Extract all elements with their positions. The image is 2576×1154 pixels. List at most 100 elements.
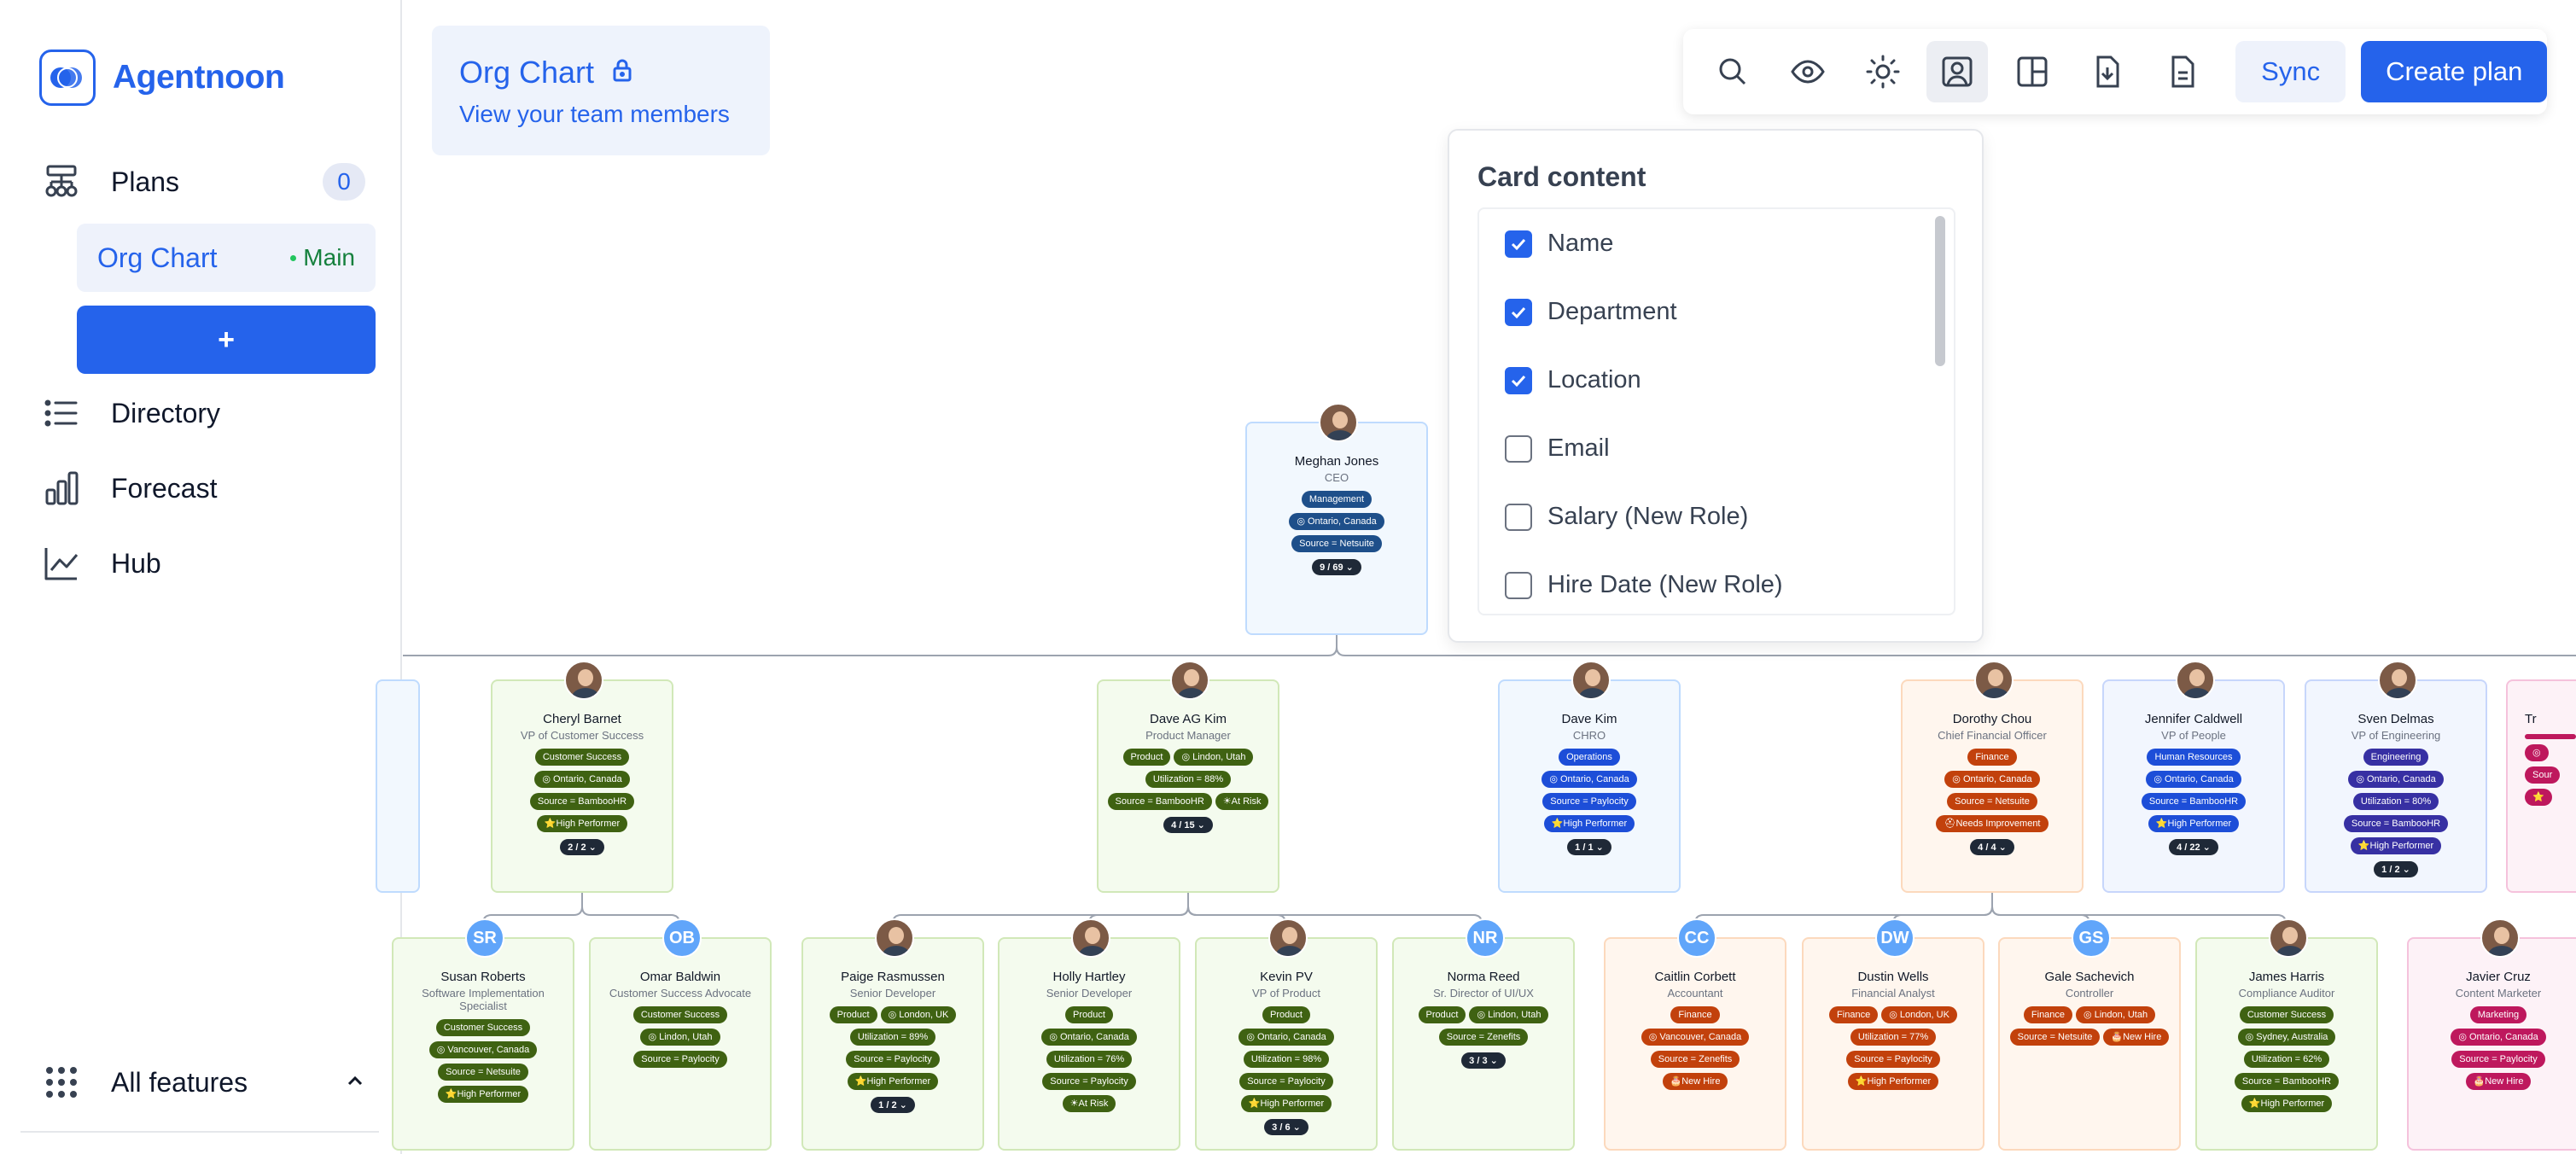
report-count-button[interactable]: 2 / 2 ⌄ — [560, 839, 604, 855]
org-card-ceo[interactable]: Meghan Jones CEO Management ◎ Ontario, C… — [1245, 403, 1428, 635]
option-label: Hire Date (New Role) — [1547, 571, 1783, 598]
bar-chart-icon — [41, 468, 82, 509]
card-content-button[interactable] — [1926, 41, 1989, 102]
org-card[interactable]: Sven Delmas VP of Engineering Engineerin… — [2305, 661, 2487, 893]
org-card[interactable]: Dorothy Chou Chief Financial Officer Fin… — [1901, 661, 2084, 893]
location-tag: ◎ Ontario, Canada — [1238, 1029, 1334, 1046]
source-tag: Source = Zenefits — [1650, 1051, 1740, 1068]
report-count-button[interactable]: 9 / 69 ⌄ — [1312, 559, 1361, 575]
org-card[interactable]: GS Gale Sachevich Controller Finance ◎ L… — [1998, 918, 2181, 1151]
department-tag: Customer Success — [632, 1006, 728, 1023]
export-button[interactable] — [2077, 41, 2138, 102]
org-card[interactable]: SR Susan Roberts Software Implementation… — [392, 918, 574, 1151]
person-name: Tr — [2525, 712, 2537, 726]
performance-tag: ☀At Risk — [1215, 793, 1269, 810]
tag-list: Product ◎ Lindon, Utah Utilization = 88%… — [1099, 749, 1278, 810]
person-title: Content Marketer — [2455, 987, 2542, 1000]
tag-list: ◎ Sour ⭐ — [2525, 734, 2576, 806]
logo-icon — [39, 50, 96, 106]
person-name: Dustin Wells — [1857, 970, 1929, 984]
option-location[interactable]: Location — [1505, 366, 1641, 394]
report-count-button[interactable]: 1 / 2 ⌄ — [871, 1097, 915, 1113]
report-button[interactable] — [2152, 41, 2213, 102]
org-card[interactable]: Cheryl Barnet VP of Customer Success Cus… — [491, 661, 673, 893]
tag-list: Product ◎ Ontario, Canada Utilization = … — [1230, 1006, 1342, 1112]
tag-list: Product ◎ London, UK Utilization = 89% S… — [803, 1006, 982, 1090]
person-name: Gale Sachevich — [2044, 970, 2135, 984]
all-features-toggle[interactable]: All features — [41, 1057, 365, 1108]
source-tag: Source = Paylocity — [1846, 1051, 1940, 1068]
tag-list: Finance ◎ Lindon, Utah Source = Netsuite… — [2000, 1006, 2179, 1046]
avatar — [1071, 918, 1110, 958]
source-tag: Source = Paylocity — [846, 1051, 940, 1068]
org-card-partial-left[interactable] — [376, 679, 420, 893]
avatar: NR — [1466, 918, 1505, 958]
sidebar-subitem-org-chart[interactable]: Org Chart Main — [77, 224, 376, 292]
page-header: Org Chart View your team members — [432, 26, 770, 155]
avatar — [2480, 918, 2520, 958]
avatar — [875, 918, 914, 958]
org-card[interactable]: James Harris Compliance Auditor Customer… — [2195, 918, 2378, 1151]
visibility-button[interactable] — [1777, 41, 1839, 102]
person-name: Sven Delmas — [2357, 712, 2434, 726]
report-count-button[interactable]: 4 / 4 ⌄ — [1970, 839, 2014, 855]
report-count-button[interactable]: 3 / 6 ⌄ — [1264, 1119, 1308, 1135]
sidebar-item-hub[interactable]: Hub — [41, 538, 365, 589]
checkbox[interactable] — [1505, 230, 1532, 258]
org-card[interactable]: Jennifer Caldwell VP of People Human Res… — [2102, 661, 2285, 893]
option-salary[interactable]: Salary (New Role) — [1505, 503, 1748, 531]
report-count-button[interactable]: 1 / 1 ⌄ — [1567, 839, 1611, 855]
tag-list: Marketing ◎ Ontario, Canada Source = Pay… — [2442, 1006, 2554, 1090]
sidebar-item-directory[interactable]: Directory — [41, 388, 365, 439]
scrollbar[interactable] — [1935, 216, 1945, 366]
org-card[interactable]: CC Caitlin Corbett Accountant Finance ◎ … — [1604, 918, 1786, 1151]
person-name: Omar Baldwin — [639, 970, 721, 984]
org-card[interactable]: Paige Rasmussen Senior Developer Product… — [801, 918, 984, 1151]
source-tag: Source = Paylocity — [2451, 1051, 2545, 1068]
person-title: Controller — [2065, 987, 2114, 1000]
checkbox[interactable] — [1505, 503, 1532, 531]
org-card[interactable]: OB Omar Baldwin Customer Success Advocat… — [589, 918, 772, 1151]
person-name: Caitlin Corbett — [1654, 970, 1736, 984]
create-plan-button[interactable]: Create plan — [2361, 41, 2547, 102]
checkbox[interactable] — [1505, 366, 1532, 394]
option-label: Salary (New Role) — [1547, 503, 1749, 530]
option-department[interactable]: Department — [1505, 298, 1677, 326]
sync-button[interactable]: Sync — [2235, 41, 2346, 102]
add-plan-button[interactable]: + — [77, 306, 376, 374]
location-tag: ◎ Lindon, Utah — [2076, 1006, 2156, 1023]
card-content-options[interactable]: Name Department Location Email Salary (N… — [1477, 207, 1955, 615]
checkbox[interactable] — [1505, 298, 1532, 326]
utilization-tag: Utilization = 98% — [1243, 1051, 1330, 1068]
org-card[interactable]: DW Dustin Wells Financial Analyst Financ… — [1802, 918, 1984, 1151]
app-logo[interactable]: Agentnoon — [39, 50, 285, 106]
report-count-button[interactable]: 3 / 3 ⌄ — [1461, 1052, 1506, 1069]
org-card[interactable]: Kevin PV VP of Product Product ◎ Ontario… — [1195, 918, 1378, 1151]
org-card[interactable]: Holly Hartley Senior Developer Product ◎… — [998, 918, 1180, 1151]
department-tag: Finance — [1829, 1006, 1879, 1023]
org-card[interactable]: NR Norma Reed Sr. Director of UI/UX Prod… — [1392, 918, 1575, 1151]
theme-button[interactable] — [1852, 41, 1914, 102]
tag-list: Product ◎ Ontario, Canada Utilization = … — [1033, 1006, 1145, 1112]
sidebar-item-plans[interactable]: Plans 0 — [41, 156, 365, 207]
department-tag: Product — [829, 1006, 877, 1023]
report-count-button[interactable]: 4 / 22 ⌄ — [2169, 839, 2218, 855]
checkbox[interactable] — [1505, 434, 1532, 463]
org-card[interactable]: Dave AG Kim Product Manager Product ◎ Li… — [1097, 661, 1279, 893]
search-button[interactable] — [1702, 41, 1763, 102]
person-title: CEO — [1324, 471, 1349, 484]
report-count-button[interactable]: 4 / 15 ⌄ — [1163, 817, 1213, 833]
option-hire-date[interactable]: Hire Date (New Role) — [1505, 571, 1783, 599]
report-count-button[interactable]: 1 / 2 ⌄ — [2374, 861, 2418, 877]
checkbox[interactable] — [1505, 571, 1532, 599]
performance-tag: ⭐High Performer — [2350, 837, 2442, 854]
option-email[interactable]: Email — [1505, 434, 1610, 463]
org-card-partial-right[interactable]: Tr ◎ Sour ⭐ — [2506, 679, 2576, 893]
dropdown-title: Card content — [1477, 161, 1646, 192]
org-card[interactable]: Dave Kim CHRO Operations ◎ Ontario, Cana… — [1498, 661, 1681, 893]
layout-button[interactable] — [2002, 41, 2063, 102]
option-name[interactable]: Name — [1505, 230, 1613, 258]
org-card[interactable]: Javier Cruz Content Marketer Marketing ◎… — [2407, 918, 2576, 1151]
sidebar-item-forecast[interactable]: Forecast — [41, 463, 365, 514]
check-icon — [1511, 238, 1526, 250]
